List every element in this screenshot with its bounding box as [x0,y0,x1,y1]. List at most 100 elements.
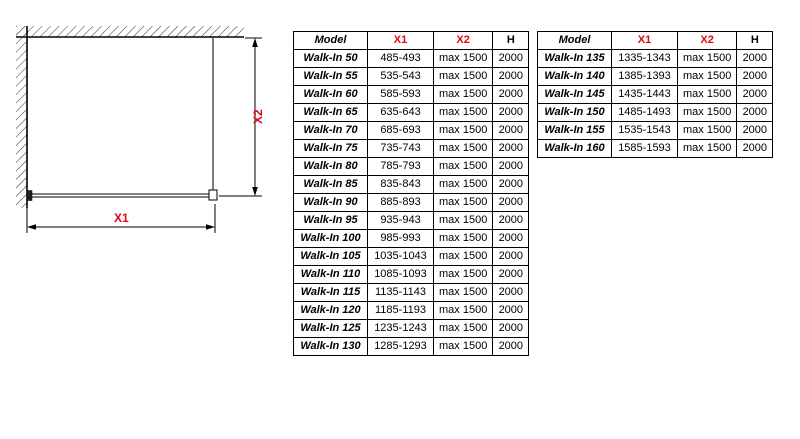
value-cell: 2000 [492,229,530,248]
value-cell: 2000 [492,67,530,86]
value-cell: max 1500 [432,337,494,356]
value-cell: 1035-1043 [367,247,434,266]
dimension-x2 [219,37,262,197]
value-cell: 2000 [492,175,530,194]
value-cell: 2000 [492,121,530,140]
value-cell: 2000 [736,67,774,86]
model-cell: Walk-In 160 [537,139,612,158]
value-cell: 2000 [492,157,530,176]
column-header-model: Model [537,31,612,50]
top-wall [16,26,244,38]
model-cell: Walk-In 80 [293,157,368,176]
value-cell: 1285-1293 [367,337,434,356]
model-cell: Walk-In 135 [537,49,612,68]
value-cell: 2000 [736,103,774,122]
model-cell: Walk-In 120 [293,301,368,320]
column-header-x1: X1 [611,31,678,50]
value-cell: 1135-1143 [367,283,434,302]
value-cell: max 1500 [432,175,494,194]
column-header-model: Model [293,31,368,50]
value-cell: 1535-1543 [611,121,678,140]
value-cell: max 1500 [432,49,494,68]
column-header-x1: X1 [367,31,434,50]
value-cell: max 1500 [676,103,738,122]
value-cell: max 1500 [432,211,494,230]
value-cell: 2000 [492,85,530,104]
value-cell: 885-893 [367,193,434,212]
value-cell: max 1500 [432,229,494,248]
value-cell: 1435-1443 [611,85,678,104]
value-cell: max 1500 [432,247,494,266]
table-header-row: Model X1 X2 H [537,31,774,50]
model-cell: Walk-In 100 [293,229,368,248]
value-cell: 585-593 [367,85,434,104]
value-cell: 2000 [492,283,530,302]
value-cell: max 1500 [432,301,494,320]
value-cell: max 1500 [432,103,494,122]
value-cell: 985-993 [367,229,434,248]
value-cell: max 1500 [432,265,494,284]
value-cell: 1385-1393 [611,67,678,86]
value-cell: max 1500 [432,319,494,338]
value-cell: 2000 [492,265,530,284]
value-cell: 2000 [492,49,530,68]
x1-dimension-label: X1 [114,211,129,225]
column-header-x2: X2 [676,31,738,50]
model-cell: Walk-In 50 [293,49,368,68]
value-cell: 2000 [492,103,530,122]
value-cell: 2000 [492,193,530,212]
table-header-row: Model X1 X2 H [293,31,530,50]
value-cell: 2000 [492,211,530,230]
value-cell: max 1500 [432,283,494,302]
value-cell: 835-843 [367,175,434,194]
end-bracket [208,189,218,201]
model-cell: Walk-In 115 [293,283,368,302]
value-cell: 2000 [492,301,530,320]
column-header-h: H [492,31,530,50]
model-cell: Walk-In 110 [293,265,368,284]
model-cell: Walk-In 55 [293,67,368,86]
value-cell: max 1500 [432,193,494,212]
value-cell: max 1500 [676,49,738,68]
value-cell: 2000 [492,247,530,266]
value-cell: 735-743 [367,139,434,158]
value-cell: max 1500 [676,85,738,104]
model-cell: Walk-In 150 [537,103,612,122]
value-cell: 485-493 [367,49,434,68]
value-cell: 2000 [492,139,530,158]
model-cell: Walk-In 65 [293,103,368,122]
value-cell: 2000 [492,337,530,356]
value-cell: max 1500 [432,85,494,104]
value-cell: max 1500 [676,139,738,158]
model-cell: Walk-In 75 [293,139,368,158]
value-cell: 2000 [492,319,530,338]
value-cell: 2000 [736,121,774,140]
value-cell: 2000 [736,85,774,104]
model-cell: Walk-In 125 [293,319,368,338]
value-cell: 685-693 [367,121,434,140]
model-cell: Walk-In 155 [537,121,612,140]
value-cell: 1335-1343 [611,49,678,68]
value-cell: max 1500 [432,157,494,176]
